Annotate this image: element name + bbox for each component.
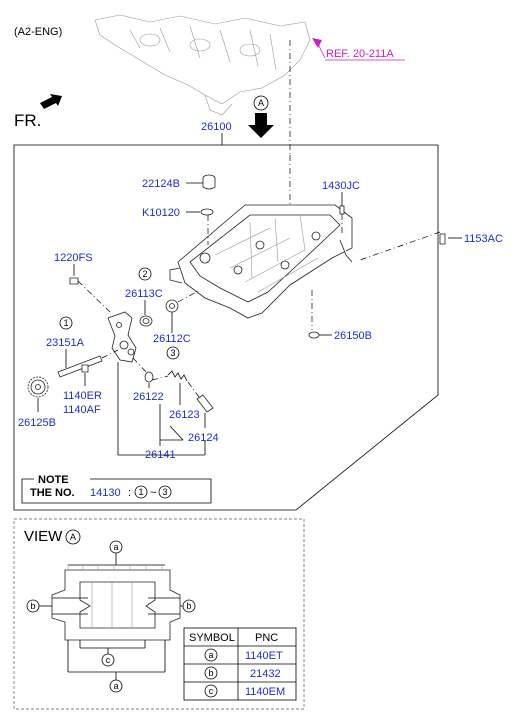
symbol-pnc-table: SYMBOL PNC a 1140ET b 21432 c 1140EM	[183, 627, 297, 701]
svg-text:2: 2	[142, 269, 147, 279]
down-arrow-icon	[248, 113, 274, 138]
part-group-26112C: 26112C 3	[153, 289, 201, 360]
part-1153AC[interactable]: 1153AC	[464, 233, 503, 245]
part-group-23151A: 1 23151A	[46, 316, 119, 378]
part-23151A[interactable]: 23151A	[46, 337, 85, 349]
part-group-K10120: K10120	[142, 207, 214, 245]
svg-text:b: b	[208, 668, 213, 678]
part-26123[interactable]: 26123	[169, 409, 200, 421]
part-group-26113C: 2 26113C	[125, 267, 163, 327]
note-title: NOTE	[38, 474, 69, 486]
part-group-1430JC: 1430JC	[322, 180, 360, 235]
view-a-marker: A	[248, 95, 274, 138]
svg-text:3: 3	[170, 348, 175, 358]
part-1430JC[interactable]: 1430JC	[322, 180, 360, 192]
note-prefix: THE NO.	[30, 487, 75, 499]
svg-text:A: A	[70, 532, 76, 542]
part-26122[interactable]: 26122	[133, 391, 164, 403]
part-group-1153AC: 1153AC	[289, 155, 503, 261]
part-26141[interactable]: 26141	[145, 449, 176, 461]
part-1220FS[interactable]: 1220FS	[54, 252, 93, 264]
table-pnc-c[interactable]: 1140EM	[245, 686, 285, 698]
part-group-22124B: 22124B	[142, 174, 216, 190]
leader-lines	[117, 362, 206, 456]
part-1140AF[interactable]: 1140AF	[63, 404, 101, 416]
table-header-pnc: PNC	[255, 632, 278, 644]
part-K10120[interactable]: K10120	[142, 207, 180, 219]
note-number: 14130	[90, 487, 121, 499]
svg-text:c: c	[209, 686, 214, 696]
ref-link[interactable]: REF. 20-211A	[312, 38, 405, 61]
front-indicator: FR.	[14, 94, 62, 130]
front-label: FR.	[14, 111, 41, 130]
view-title: VIEW	[24, 528, 63, 545]
part-group-26125B: 26125B	[18, 376, 56, 429]
note-box: NOTE THE NO. 14130 : 1 ~ 3	[21, 474, 212, 504]
view-section: VIEW A a b b c	[13, 518, 305, 710]
svg-text:a: a	[208, 650, 213, 660]
ref-arrow-icon	[312, 38, 322, 48]
part-group-1140ER: 1140ER 1140AF	[63, 364, 102, 416]
svg-text:1: 1	[138, 487, 143, 497]
svg-text:b: b	[186, 601, 191, 611]
part-26112C[interactable]: 26112C	[153, 333, 191, 345]
svg-text:3: 3	[162, 487, 167, 497]
note-separator: :	[128, 487, 131, 499]
ref-label[interactable]: REF. 20-211A	[326, 48, 394, 60]
part-1140ER[interactable]: 1140ER	[63, 390, 102, 402]
part-26100[interactable]: 26100	[201, 121, 232, 133]
part-26125B[interactable]: 26125B	[18, 417, 56, 429]
svg-text:b: b	[30, 601, 35, 611]
table-header-symbol: SYMBOL	[189, 632, 235, 644]
oil-pump-bracket	[107, 311, 137, 363]
part-group-26150B: 26150B	[308, 290, 372, 342]
assembly-frame	[13, 144, 439, 511]
part-26124[interactable]: 26124	[188, 432, 219, 444]
oil-pan-body	[169, 204, 353, 319]
engine-code: (A2-ENG)	[14, 26, 62, 38]
svg-text:A: A	[258, 98, 264, 108]
part-26113C[interactable]: 26113C	[125, 288, 163, 300]
svg-text:c: c	[106, 655, 111, 665]
part-26150B[interactable]: 26150B	[334, 330, 372, 342]
svg-text:a: a	[113, 542, 118, 552]
svg-text:1: 1	[63, 318, 68, 328]
engine-block-sketch	[94, 14, 311, 116]
part-22124B[interactable]: 22124B	[142, 178, 180, 190]
front-arrow-icon	[40, 94, 62, 109]
table-pnc-a[interactable]: 1140ET	[245, 650, 283, 662]
note-tilde: ~	[150, 487, 156, 499]
part-group-1220FS: 1220FS	[54, 252, 111, 313]
relief-valve-parts	[132, 357, 214, 413]
svg-text:a: a	[113, 681, 118, 691]
table-pnc-b[interactable]: 21432	[250, 668, 281, 680]
